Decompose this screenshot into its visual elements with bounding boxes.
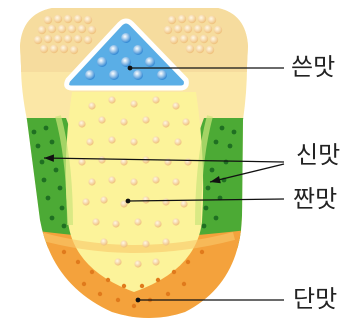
salty-taste-label: 짠맛 — [293, 187, 337, 211]
sweet-taste-label: 단맛 — [293, 287, 337, 311]
bitter-taste-label: 쓴맛 — [291, 55, 335, 79]
sweet-pointer-dot — [136, 298, 141, 303]
bitter-pointer-dot — [128, 66, 133, 71]
sour-taste-label: 신맛 — [296, 143, 340, 167]
salty-pointer-dot — [126, 199, 131, 204]
